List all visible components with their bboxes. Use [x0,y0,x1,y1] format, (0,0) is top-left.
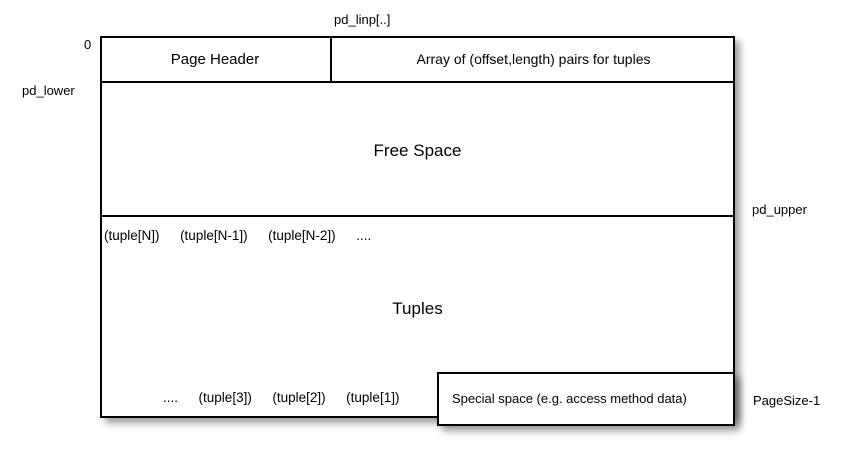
pd-upper-divider-line [100,215,735,217]
region-label-special-space: Special space (e.g. access method data) [452,391,687,406]
tuple-item: (tuple[N]) [104,228,160,243]
page-boundary-box [100,36,735,418]
tuple-item: (tuple[N-2]) [268,228,336,243]
tuple-row-top: (tuple[N]) (tuple[N-1]) (tuple[N-2]) ...… [104,229,371,243]
tuple-ellipsis: .... [356,228,372,243]
tuple-ellipsis: .... [163,390,179,405]
region-label-linp-array: Array of (offset,length) pairs for tuple… [416,51,651,67]
tuple-item: (tuple[2]) [272,390,326,405]
annotation-pd-upper: pd_upper [752,202,807,217]
tuple-item: (tuple[3]) [198,390,252,405]
region-label-page-header: Page Header [170,51,260,68]
tuple-item: (tuple[N-1]) [180,228,248,243]
annotation-pd-lower: pd_lower [22,83,75,98]
region-label-tuples: Tuples [392,299,443,318]
region-label-free-space: Free Space [373,141,462,160]
annotation-origin-offset: 0 [84,37,92,52]
pd-lower-divider-line [100,81,735,83]
header-array-divider-line [330,36,332,81]
tuple-row-bottom: .... (tuple[3]) (tuple[2]) (tuple[1]) [163,391,399,405]
annotation-page-size: PageSize-1 [753,393,821,408]
annotation-pd-linp: pd_linp[..] [334,12,391,27]
special-space-box [437,372,735,426]
tuple-item: (tuple[1]) [346,390,400,405]
